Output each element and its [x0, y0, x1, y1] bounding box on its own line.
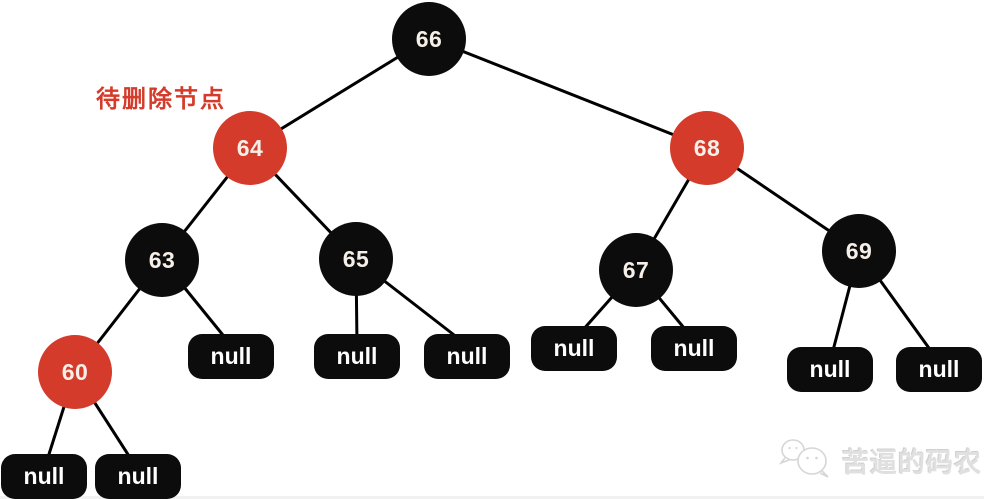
null-node: null — [787, 347, 873, 392]
tree-node-67: 67 — [599, 233, 673, 307]
tree-node-69: 69 — [822, 214, 896, 288]
tree-node-65: 65 — [319, 222, 393, 296]
tree-node-60: 60 — [38, 335, 112, 409]
watermark-text: 苦逼的码农 — [842, 448, 982, 478]
wechat-bubbles-icon — [778, 436, 834, 485]
null-node: null — [424, 334, 510, 379]
null-node: null — [651, 326, 737, 371]
null-node: null — [1, 454, 87, 499]
tree-node-64: 64 — [213, 111, 287, 185]
null-node: null — [95, 454, 181, 499]
bottom-divider — [0, 496, 984, 499]
delete-annotation-label: 待删除节点 — [96, 86, 226, 113]
tree-node-63: 63 — [125, 223, 199, 297]
null-node: null — [531, 326, 617, 371]
null-node: null — [188, 334, 274, 379]
tree-node-68: 68 — [670, 111, 744, 185]
tree-node-66: 66 — [392, 2, 466, 76]
null-node: null — [314, 334, 400, 379]
watermark: 苦逼的码农 — [778, 436, 982, 485]
null-node: null — [896, 347, 982, 392]
